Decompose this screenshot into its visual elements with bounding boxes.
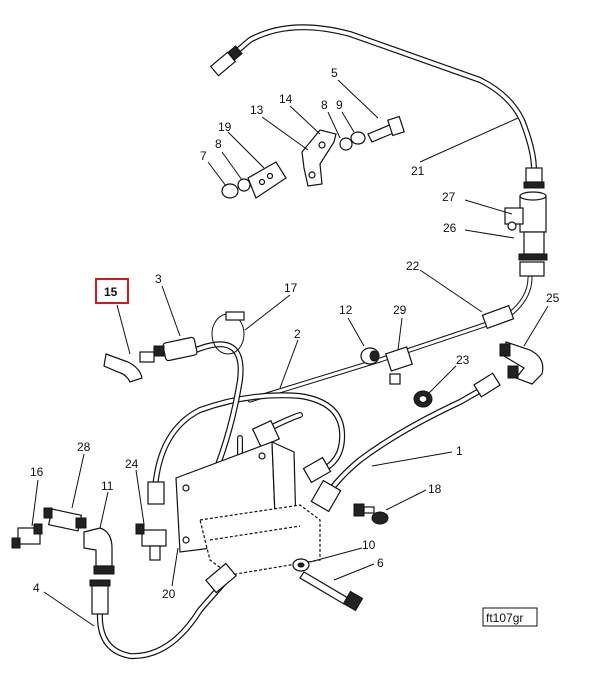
hose-21 xyxy=(219,24,537,173)
callout-label: 23 xyxy=(456,353,470,367)
callout-label: 22 xyxy=(406,259,420,273)
callout-label: 5 xyxy=(331,66,338,80)
callout-label: 29 xyxy=(393,303,407,317)
callout-label: 10 xyxy=(362,538,376,552)
fitting-1-right xyxy=(473,372,501,398)
callout-label: 26 xyxy=(443,221,457,235)
union-16 xyxy=(11,523,43,549)
bracket-13-14 xyxy=(301,129,337,187)
tee-24 xyxy=(135,523,167,561)
callout-label: 21 xyxy=(411,164,425,178)
hose-1 xyxy=(322,383,491,501)
hose-3-fitting xyxy=(153,336,198,362)
bolt-5-washers xyxy=(339,115,405,151)
callout-label: 19 xyxy=(218,120,232,134)
callout-label: 16 xyxy=(30,465,44,479)
grommet-12 xyxy=(360,347,380,365)
callout-label: 17 xyxy=(284,281,298,295)
hose-2-fitting-right xyxy=(302,456,332,484)
callout-label: 8 xyxy=(215,137,222,151)
nut-23 xyxy=(413,390,433,408)
callout-label: 18 xyxy=(428,482,442,496)
fitting-22-mid xyxy=(481,304,515,330)
callout-label: 14 xyxy=(279,92,293,106)
diagram-code: ft107gr xyxy=(486,611,523,625)
hose-2 xyxy=(152,392,346,491)
hose-3 xyxy=(193,341,244,503)
plate-19 xyxy=(247,161,287,199)
washer-10 xyxy=(292,558,310,572)
callout-label: 28 xyxy=(77,440,91,454)
fitting-21-end xyxy=(523,167,545,189)
callout-labels: 5 14 8 9 13 19 8 7 21 27 26 22 15 3 17 1… xyxy=(30,66,560,601)
callout-label: 12 xyxy=(339,303,353,317)
callout-label: 25 xyxy=(546,291,560,305)
callout-label: 24 xyxy=(125,457,139,471)
elbow-15 xyxy=(103,351,155,383)
callout-label: 9 xyxy=(336,98,343,112)
elbow-25 xyxy=(499,341,544,385)
callout-label: 3 xyxy=(155,272,162,286)
clamp-17 xyxy=(211,311,245,355)
hose-4-fittings xyxy=(89,562,237,615)
highlight-box-15 xyxy=(95,278,129,304)
callout-label: 27 xyxy=(442,190,456,204)
tee-fitting-26-27 xyxy=(504,191,548,277)
bolt-6 xyxy=(299,571,364,612)
hose-4 xyxy=(96,575,231,660)
callout-label: 13 xyxy=(250,103,264,117)
fitting-top-left xyxy=(209,45,243,77)
leader-lines xyxy=(31,79,549,627)
callout-label: 8 xyxy=(321,98,328,112)
callout-label: 6 xyxy=(377,556,384,570)
callout-label: 20 xyxy=(162,587,176,601)
callout-label: 11 xyxy=(101,479,114,493)
diagram-code-box: ft107gr xyxy=(482,607,538,627)
clamp-29 xyxy=(385,346,413,385)
callout-label-highlighted: 15 xyxy=(104,285,118,299)
bolt-18 xyxy=(353,503,389,525)
nut-washer-7-8 xyxy=(221,178,251,199)
callout-label: 1 xyxy=(456,444,463,458)
callout-label: 4 xyxy=(33,581,40,595)
valve-body xyxy=(199,504,321,576)
callout-label: 7 xyxy=(200,149,207,163)
elbow-11 xyxy=(83,527,115,575)
fitting-1-left xyxy=(310,479,342,513)
callout-label: 2 xyxy=(294,327,301,341)
tee-28 xyxy=(43,507,87,532)
